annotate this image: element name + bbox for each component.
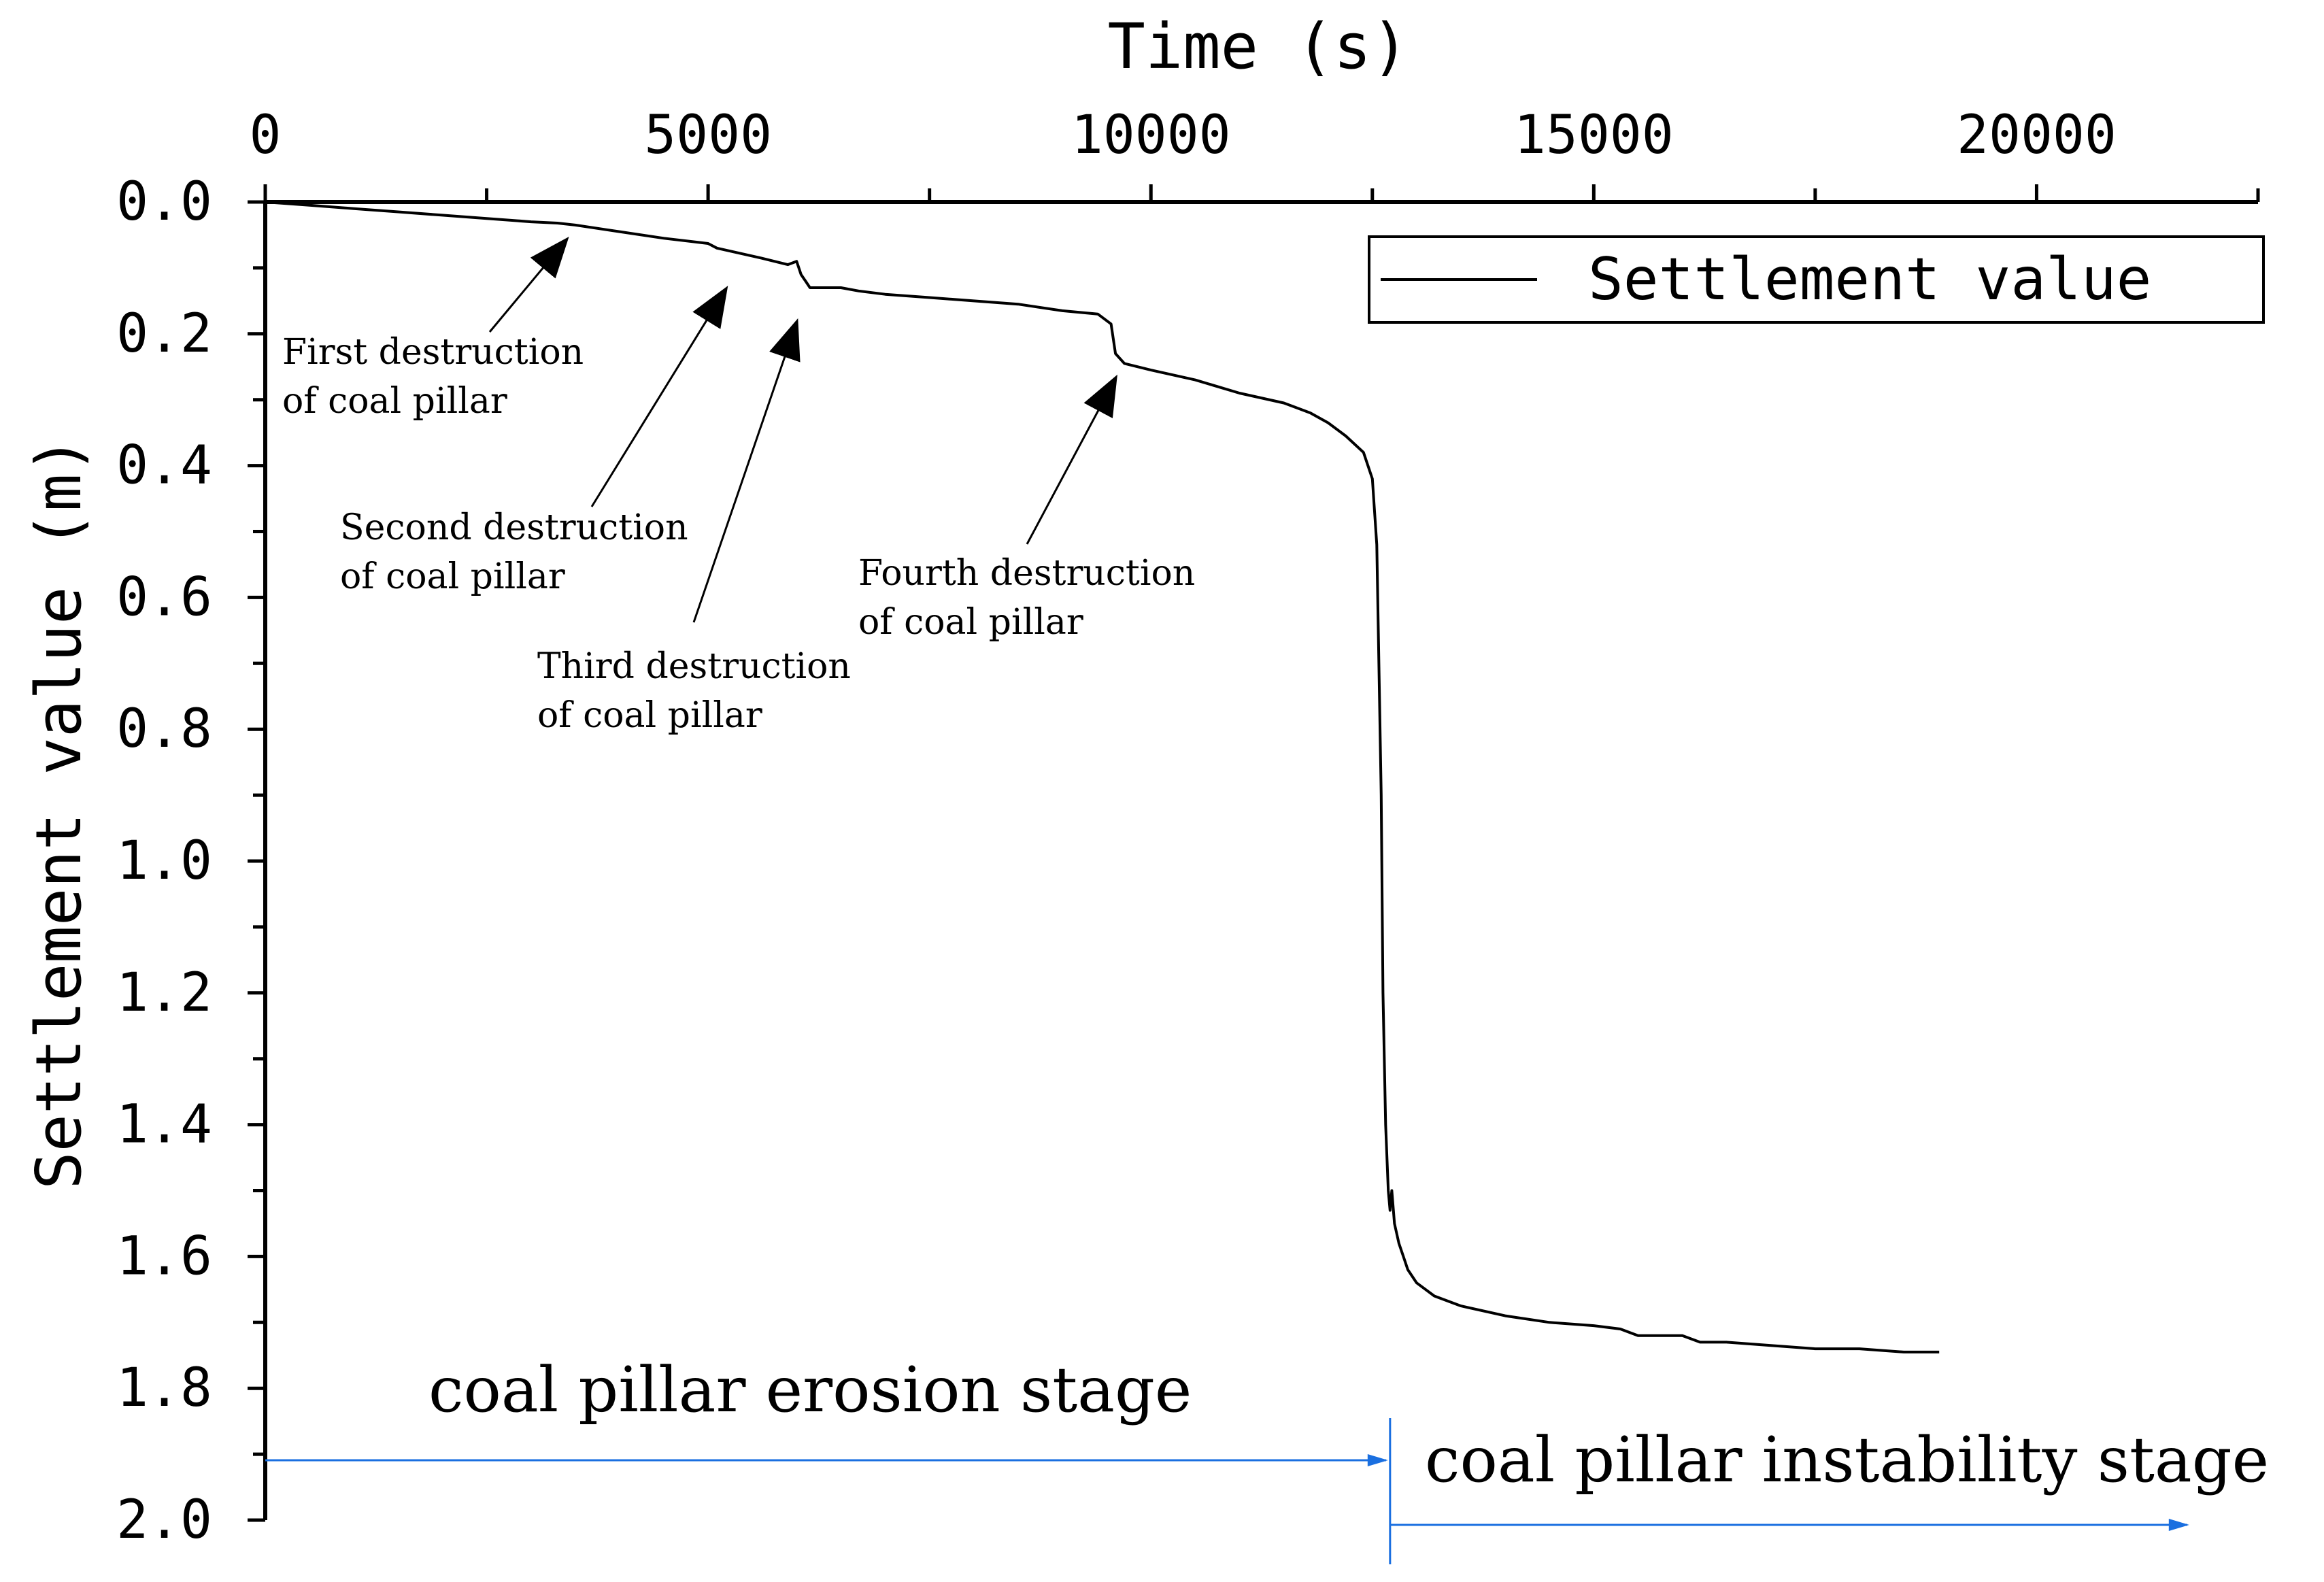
x-tick-label: 20000 <box>1957 105 2117 166</box>
x-axis-title: Time (s) <box>1107 10 1409 83</box>
y-tick-label: 1.2 <box>116 962 212 1024</box>
y-tick-label: 1.6 <box>116 1226 212 1287</box>
instability-stage-label: coal pillar instability stage <box>1425 1424 2269 1496</box>
x-tick-label: 10000 <box>1071 105 1231 166</box>
legend: Settlement value <box>1368 235 2265 324</box>
y-tick-label: 0.2 <box>116 303 212 365</box>
annotation-arrow <box>692 318 801 623</box>
annotation-label-line2: of coal pillar <box>858 602 1083 643</box>
y-tick-label: 1.8 <box>116 1358 212 1419</box>
y-tick-label: 1.4 <box>116 1094 212 1156</box>
y-tick-label: 2.0 <box>116 1490 212 1551</box>
series-layer <box>265 201 1940 1353</box>
annotation-arrow <box>488 236 569 333</box>
annotation-label-line2: of coal pillar <box>537 695 762 736</box>
annotation-label-line1: Fourth destruction <box>858 553 1195 594</box>
y-tick-label: 0.0 <box>116 171 212 233</box>
x-tick-label: 0 <box>250 105 282 166</box>
annotation-label-line1: First destruction <box>282 332 584 373</box>
annotation-label-line1: Third destruction <box>537 646 851 687</box>
axes: 0 5000 10000 15000 20000 0.0 0.2 0.4 0.6 0.8 1.0 1.… <box>116 105 2260 1551</box>
annotation-arrow <box>590 286 728 507</box>
settlement-series-line <box>265 201 1940 1353</box>
stage-layer: coal pillar erosion stage coal pillar ins… <box>265 1353 2269 1564</box>
x-tick-label: 15000 <box>1514 105 1674 166</box>
annotation-label-line2: of coal pillar <box>282 381 507 422</box>
x-tick-label: 5000 <box>644 105 772 166</box>
y-tick-label: 0.8 <box>116 699 212 760</box>
y-tick-label: 1.0 <box>116 830 212 892</box>
y-axis-title: Settlement value (m) <box>22 436 95 1190</box>
annotation-arrow <box>1026 374 1117 545</box>
annotation-label-line1: Second destruction <box>340 507 688 548</box>
y-tick-label: 0.4 <box>116 435 212 497</box>
legend-label: Settlement value <box>1588 246 2151 314</box>
y-tick-label: 0.6 <box>116 567 212 628</box>
erosion-stage-label: coal pillar erosion stage <box>428 1353 1192 1426</box>
annotation-label-line2: of coal pillar <box>340 556 565 597</box>
